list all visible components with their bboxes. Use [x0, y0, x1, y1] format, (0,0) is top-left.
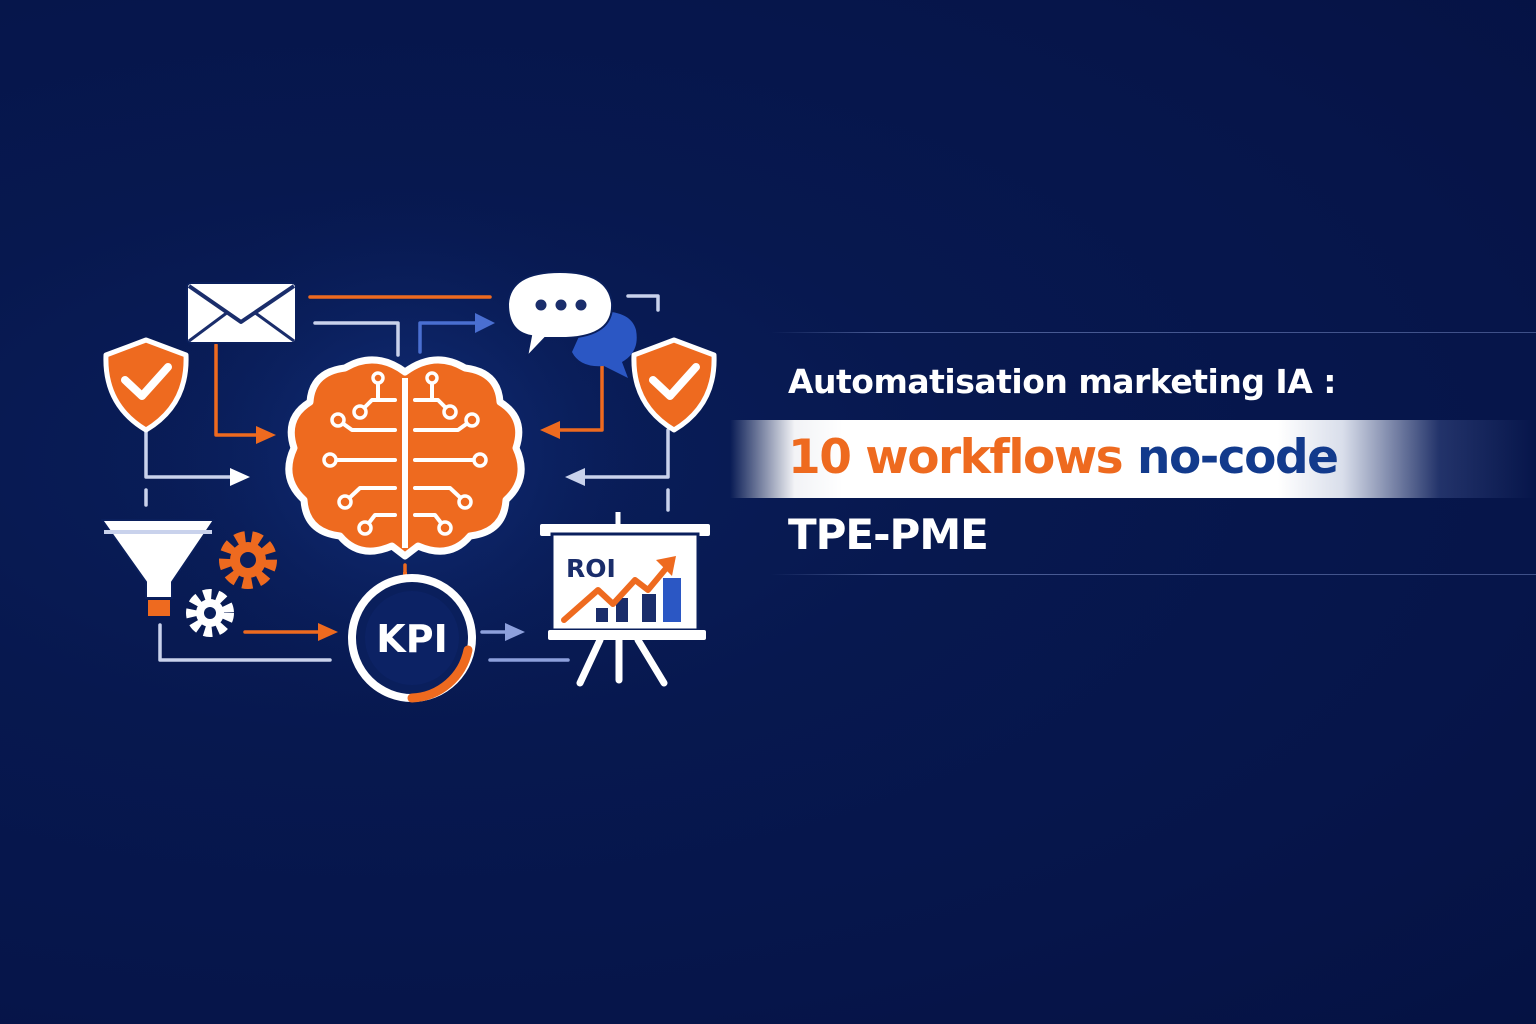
- highlight-band: [730, 420, 1536, 498]
- brain-circuit-icon: [285, 356, 525, 560]
- kpi-gauge-icon: [348, 572, 476, 703]
- title-line-2: 10 workflows no-code: [788, 430, 1339, 485]
- kpi-label: KPI: [376, 617, 447, 661]
- divider-bottom: [770, 574, 1536, 575]
- roi-label: ROI: [566, 554, 616, 583]
- envelope-icon: [186, 282, 297, 344]
- title-accent: 10 workflows: [788, 430, 1124, 485]
- funnel-icon: [101, 519, 215, 616]
- title-block: Automatisation marketing IA : 10 workflo…: [730, 330, 1536, 580]
- roi-board-icon: [540, 512, 710, 687]
- workflow-illustration: KPI ROI: [101, 190, 717, 710]
- title-line-3: TPE-PME: [788, 510, 989, 559]
- title-nocode: no-code: [1137, 430, 1339, 485]
- title-line-1: Automatisation marketing IA :: [788, 362, 1336, 401]
- chat-bubble-icon: [506, 270, 637, 378]
- arrow-icon: [230, 313, 585, 641]
- connector-lines: [144, 294, 670, 662]
- shield-check-icon: [103, 337, 189, 433]
- divider-top: [770, 332, 1536, 333]
- gear-icon: [219, 531, 277, 589]
- shield-check-icon: [631, 337, 717, 433]
- gear-icon: [186, 589, 234, 637]
